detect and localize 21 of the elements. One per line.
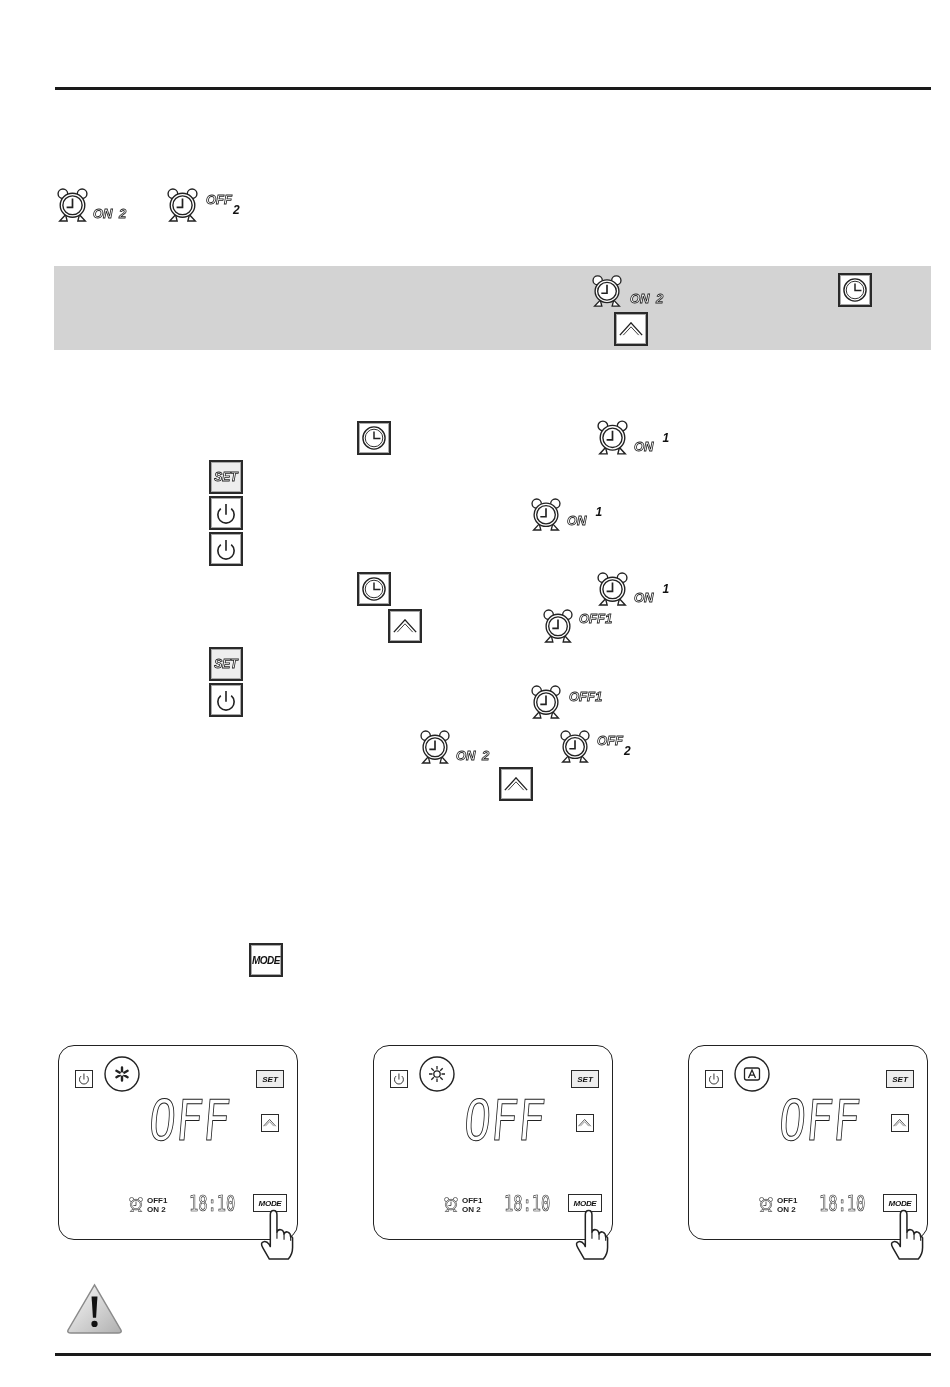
- time-readout: 18:10: [504, 1194, 551, 1214]
- timer-label: ON 2: [456, 749, 490, 762]
- display-readout: OFF: [147, 1098, 232, 1143]
- set-button: SET: [256, 1070, 284, 1088]
- timer-status-label: OFF1 ON 2: [777, 1196, 799, 1214]
- display-readout: OFF: [462, 1098, 547, 1143]
- display-readout: OFF: [777, 1098, 862, 1143]
- mode-button: MODE: [883, 1194, 917, 1212]
- mode-button: MODE: [249, 943, 283, 977]
- mode-button: MODE: [253, 1194, 287, 1212]
- timer-status-label: OFF1 ON 2: [462, 1196, 484, 1214]
- set-button: SET: [886, 1070, 914, 1088]
- timer-label: OFF1: [569, 690, 603, 703]
- mode-button: MODE: [568, 1194, 602, 1212]
- time-readout: 18:10: [189, 1194, 236, 1214]
- timer-label: ON 2: [630, 292, 664, 305]
- timer-status-label: OFF1 ON 2: [147, 1196, 169, 1214]
- timer-label: OFF1: [579, 612, 613, 625]
- time-readout: 18:10: [819, 1194, 866, 1214]
- set-button: SET: [571, 1070, 599, 1088]
- timer-label: ON 2: [93, 207, 127, 220]
